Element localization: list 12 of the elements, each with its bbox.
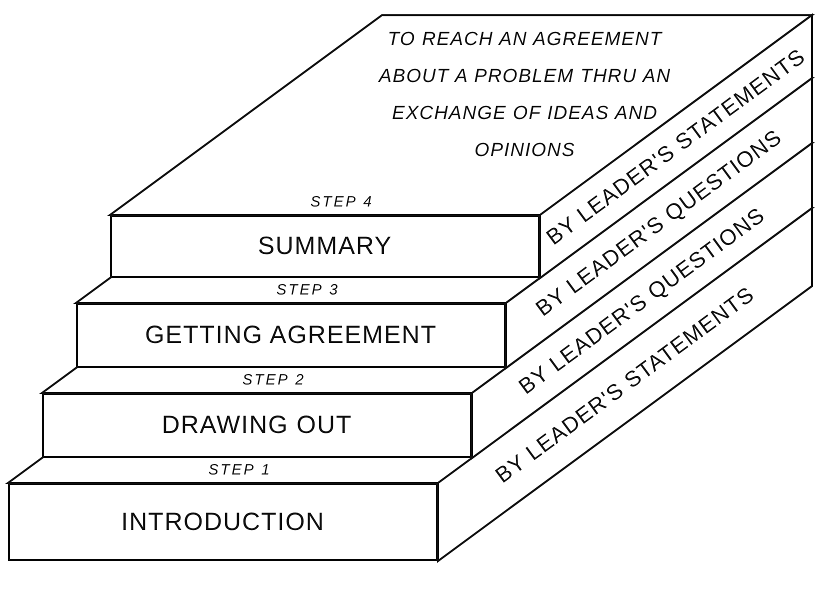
- step-box: [76, 303, 506, 368]
- step-number: STEP 3: [276, 282, 340, 298]
- step-box: [8, 483, 438, 561]
- step-title: GETTING AGREEMENT: [144, 321, 438, 350]
- step-title: SUMMARY: [258, 232, 392, 261]
- step-title: INTRODUCTION: [121, 508, 325, 536]
- step-number: STEP 1: [208, 462, 272, 478]
- step-box: [110, 215, 540, 278]
- step-box: [42, 393, 472, 458]
- step-number: STEP 4: [310, 194, 374, 210]
- step-number: STEP 2: [242, 372, 306, 388]
- step-title: DRAWING OUT: [162, 411, 352, 440]
